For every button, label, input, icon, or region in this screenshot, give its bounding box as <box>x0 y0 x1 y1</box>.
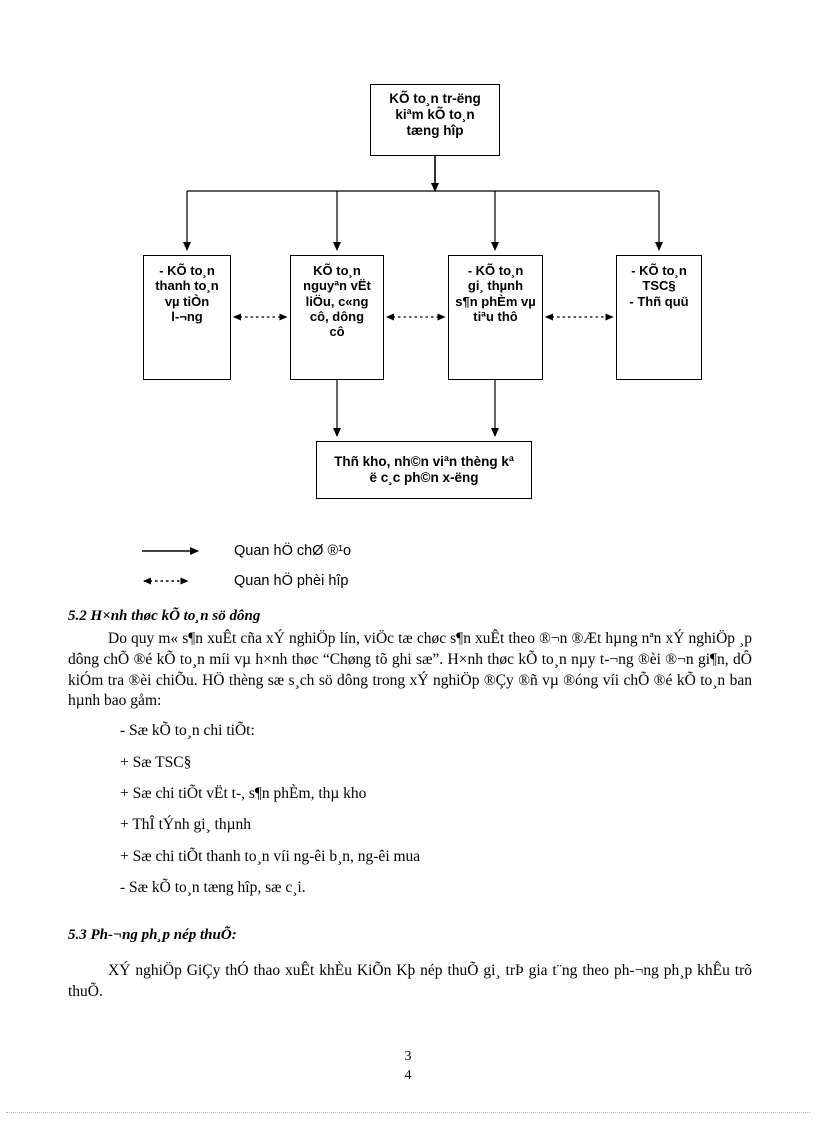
node-line: tæng hîp <box>406 122 464 138</box>
node-warehouse-and-statistics-staff: Thñ kho, nh©n viªn thèng kª ë c¸c ph©n x… <box>316 441 532 499</box>
legend-label-directive: Quan hÖ chØ ®¹o <box>234 543 352 559</box>
node-line: cô, dông <box>309 308 365 324</box>
node-line: - Thñ quü <box>629 293 689 309</box>
document-body: 5.2 H×nh thøc kÕ to¸n sö dông Do quy m« … <box>68 608 752 1002</box>
node-materials-and-tools-accounting: KÕ to¸n nguyªn vËt liÖu, c«ng cô, dông c… <box>290 255 384 380</box>
section-5-2-paragraph: Do quy m« s¶n xuÊt cña xÝ nghiÖp lín, vi… <box>68 630 752 710</box>
node-line: - KÕ to¸n <box>631 263 687 278</box>
list-item: + Sæ TSC§ <box>120 753 192 771</box>
node-line: tiªu thô <box>473 308 518 324</box>
node-fixed-assets-and-treasury: - KÕ to¸n TSC§ - Thñ quü <box>616 255 702 380</box>
node-line: thanh to¸n <box>155 278 219 294</box>
node-line: KÕ to¸n tr-ëng <box>389 91 481 106</box>
page-number-primary: 3 <box>404 1049 412 1064</box>
node-line: Thñ kho, nh©n viªn thèng kª <box>334 454 514 470</box>
page-footer: 3 4 <box>0 1048 816 1086</box>
section-spacer <box>68 948 752 961</box>
list-item: - Sæ kÕ to¸n chi tiÕt: <box>120 722 255 740</box>
node-line: cô <box>329 324 345 340</box>
node-line: vµ tiÒn <box>164 293 210 309</box>
footer-divider <box>6 1112 810 1113</box>
node-line: TSC§ <box>642 278 676 294</box>
list-item: + Sæ chi tiÕt thanh to¸n víi ng-êi b¸n, … <box>120 847 421 865</box>
node-cost-and-sales-accounting: - KÕ to¸n gi¸ thµnh s¶n phÈm vµ tiªu thô <box>448 255 543 380</box>
solid-arrow-icon <box>140 541 216 561</box>
legend-row-directive: Quan hÖ chØ ®¹o <box>140 536 560 566</box>
section-5-2-list: - Sæ kÕ to¸n chi tiÕt: + Sæ TSC§ + Sæ ch… <box>68 721 752 899</box>
node-line: nguyªn vËt <box>303 278 371 294</box>
node-line: liÖu, c«ng <box>305 293 369 309</box>
list-item: - Sæ kÕ to¸n tæng hîp, sæ c¸i. <box>120 879 306 897</box>
node-line: kiªm kÕ to¸n <box>395 106 475 122</box>
node-line: s¶n phÈm vµ <box>455 293 536 309</box>
section-heading-5-3: 5.3 Ph-¬ng ph¸p nép thuÕ: <box>68 926 237 943</box>
section-heading-5-2: 5.2 H×nh thøc kÕ to¸n sö dông <box>68 608 261 624</box>
dotted-double-arrow-icon <box>140 571 216 591</box>
page-number-secondary: 4 <box>404 1067 412 1083</box>
org-chart-diagram: KÕ to¸n tr-ëng kiªm kÕ to¸n tæng hîp - K… <box>0 60 816 600</box>
section-5-3-paragraph: XÝ nghiÖp GiÇy thÓ thao xuÊt khÈu KiÕn K… <box>68 961 752 1000</box>
node-line: - KÕ to¸n <box>159 263 215 278</box>
node-chief-accountant: KÕ to¸n tr-ëng kiªm kÕ to¸n tæng hîp <box>370 84 500 156</box>
legend-row-coordination: Quan hÖ phèi hîp <box>140 566 560 596</box>
node-payments-and-payroll-accounting: - KÕ to¸n thanh to¸n vµ tiÒn l-¬ng <box>143 255 231 380</box>
node-line: KÕ to¸n <box>313 263 361 278</box>
list-item: + Sæ chi tiÕt vËt t-, s¶n phÈm, thµ kho <box>120 784 367 802</box>
list-item: + ThÎ tÝnh gi¸ thµnh <box>120 816 252 834</box>
node-line: l-¬ng <box>171 308 203 324</box>
section-spacer <box>68 910 752 927</box>
diagram-legend: Quan hÖ chØ ®¹o Quan hÖ phèi hîp <box>140 536 560 596</box>
node-line: - KÕ to¸n <box>467 263 524 278</box>
node-line: gi¸ thµnh <box>467 278 524 294</box>
legend-label-coordination: Quan hÖ phèi hîp <box>234 573 349 589</box>
node-line: ë c¸c ph©n x-ëng <box>369 470 479 485</box>
diagram-connectors <box>183 156 663 437</box>
